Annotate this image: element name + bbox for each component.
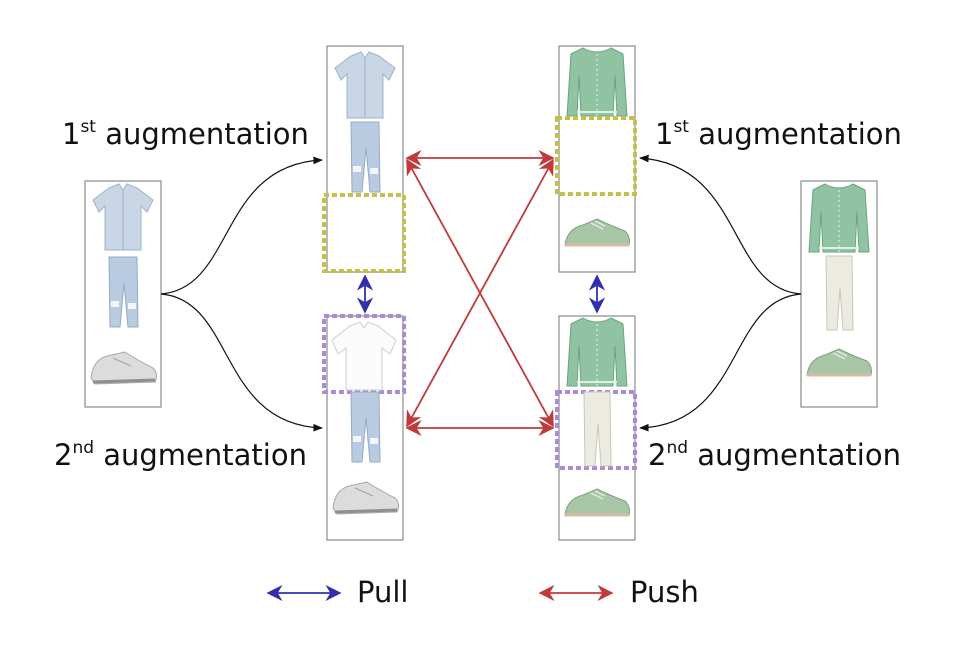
aug2-label-right: 2nd augmentation [648,438,901,472]
sage-shoe-image [805,347,873,377]
right-to-aug2-arrow [639,293,802,432]
aug-word: augmentation [103,438,307,472]
right-aug2-trousers-image [583,391,612,467]
right-aug2-substituted-item [555,390,637,470]
legend-push-label: Push [630,575,699,609]
cream-trousers-image [825,255,854,331]
right-aug2-shoe-image [563,487,631,517]
light-jeans-image [108,256,139,328]
right-aug1-masked-item [555,116,637,196]
aug-word: augmentation [698,117,902,151]
aug1-suffix: st [80,117,96,137]
green-sweater-image [808,183,870,253]
aug2-suffix: nd [72,438,95,458]
aug1-number: 1 [62,117,81,151]
left-to-aug2-arrow [160,293,323,432]
left-aug2-sneaker-image [331,480,401,516]
right-aug2-sweater-image [566,317,628,387]
left-aug2-jeans-image [350,391,381,463]
aug1-number: 1 [655,117,674,151]
denim-shirt-image [92,183,154,251]
legend-pull-label: Pull [357,575,409,609]
aug1-label-right: 1st augmentation [655,117,902,151]
right-aug1-shoe-image [563,217,631,247]
left-aug1-jeans-image [350,121,381,193]
aug-word: augmentation [105,117,309,151]
right-aug1-sweater-image [566,47,628,117]
white-shirt-image [331,321,397,391]
push-arrow-diagonal-2 [406,158,554,428]
left-aug1-masked-item [322,193,406,273]
aug2-label-left: 2nd augmentation [54,438,307,472]
aug-word: augmentation [697,438,901,472]
aug1-suffix: st [673,117,689,137]
left-aug1-shirt-image [334,51,396,119]
aug2-number: 2 [54,438,73,472]
aug2-suffix: nd [666,438,689,458]
aug1-label-left: 1st augmentation [62,117,309,151]
left-to-aug1-arrow [160,156,323,295]
grey-sneaker-image [89,350,159,386]
right-to-aug1-arrow [639,154,802,295]
aug2-number: 2 [648,438,667,472]
